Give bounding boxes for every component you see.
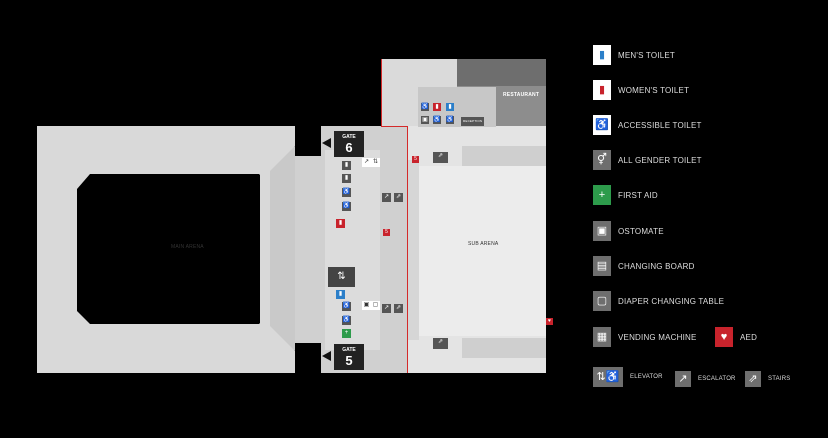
main-arena-court (77, 174, 297, 324)
elevator-icon[interactable]: ⇅ (371, 158, 380, 167)
gate-5-arrow (322, 351, 331, 361)
ostomate-icon: ▣ (593, 221, 611, 241)
mens-toilet-icon: ▮ (593, 45, 611, 65)
legend-first-aid-label: FIRST AID (618, 190, 658, 200)
legend: ▮ MEN'S TOILET ▮ WOMEN'S TOILET ♿ ACCESS… (590, 45, 820, 405)
restaurant-label: RESTAURANT (503, 92, 540, 98)
accessible-toilet-icon[interactable]: ♿ (342, 188, 351, 197)
sub-arena-side (407, 160, 419, 340)
gate-6-entrance[interactable] (295, 126, 321, 156)
aed-icon-east[interactable]: ♥ (546, 318, 553, 325)
reception-area (418, 87, 496, 127)
escalator-icon[interactable]: ↗ (362, 158, 371, 167)
accessible-toilet-icon-3[interactable]: ♿ (342, 302, 351, 311)
legend-first-aid: + FIRST AID (593, 185, 658, 205)
boundary-line-top (381, 59, 382, 126)
floor-map: GATE 6 GATE 5 RESTAURANT RECEPTION MAIN … (37, 59, 553, 373)
legend-escalator-label: ESCALATOR (698, 376, 736, 382)
sub-arena-court (418, 166, 546, 336)
legend-womens-toilet: ▮ WOMEN'S TOILET (593, 80, 689, 100)
escalator-icon-south[interactable]: ↗ (382, 304, 391, 313)
gate-5-sign[interactable]: GATE 5 (334, 344, 364, 370)
legend-vending-machine-label: VENDING MACHINE (618, 332, 697, 342)
legend-changing-board-label: CHANGING BOARD (618, 261, 695, 271)
aed-icon: ♥ (715, 327, 733, 347)
legend-accessible-toilet: ♿ ACCESSIBLE TOILET (593, 115, 702, 135)
stairs-icon: ⇗ (745, 371, 761, 387)
legend-ostomate: ▣ OSTOMATE (593, 221, 664, 241)
accessible-icon-north-3[interactable]: ♿ (446, 116, 454, 124)
stairs-icon-sub-south[interactable]: ⇗ (433, 338, 448, 349)
gate-5-label: GATE (342, 347, 356, 353)
mens-icon-north[interactable]: ▮ (446, 103, 454, 111)
ostomate-icon-south[interactable]: ▣ (362, 301, 371, 310)
vending-machine-icon: ▦ (593, 327, 611, 347)
gate-5-entrance[interactable] (295, 343, 321, 373)
legend-aed-label: AED (740, 332, 758, 342)
legend-mens-toilet-label: MEN'S TOILET (618, 50, 675, 60)
legend-womens-toilet-label: WOMEN'S TOILET (618, 85, 690, 95)
sub-arena-seating-bottom (462, 338, 546, 358)
accessible-icon-north-2[interactable]: ♿ (433, 116, 441, 124)
red-marker-north[interactable]: 5 (412, 156, 419, 163)
womens-toilet-icon: ▮ (593, 80, 611, 100)
all-gender-toilet-icon: ⚥ (593, 150, 611, 170)
reception-label: RECEPTION (463, 119, 483, 123)
main-arena-label: MAIN ARENA (171, 244, 204, 250)
legend-changing-board: ▤ CHANGING BOARD (593, 256, 695, 276)
gate-6-sign[interactable]: GATE 6 (334, 131, 364, 157)
changing-board-icon: ▤ (593, 256, 611, 276)
stairs-icon-sub-north[interactable]: ⇗ (433, 152, 448, 163)
boundary-line-vertical (407, 126, 408, 373)
legend-ostomate-label: OSTOMATE (618, 226, 664, 236)
sub-arena-label: SUB ARENA (468, 241, 499, 247)
all-gender-toilet-icon[interactable]: ▮ (336, 290, 345, 299)
legend-mens-toilet: ▮ MEN'S TOILET (593, 45, 675, 65)
legend-all-gender-toilet: ⚥ ALL GENDER TOILET (593, 150, 702, 170)
elevator-large-icon[interactable]: ⇅ (328, 267, 355, 287)
red-marker-mid[interactable]: 5 (383, 229, 390, 236)
accessible-toilet-icon-4[interactable]: ♿ (342, 316, 351, 325)
accessible-toilet-icon: ♿ (593, 115, 611, 135)
toilet-icon[interactable]: ▮ (342, 161, 351, 170)
legend-diaper-changing-table: ▢ DIAPER CHANGING TABLE (593, 291, 724, 311)
diaper-icon-south[interactable]: ▢ (371, 301, 380, 310)
elevator-icon: ⇅♿ (593, 367, 623, 387)
legend-aed: ♥ AED (715, 327, 757, 347)
escalator-icon-north[interactable]: ↗ (382, 193, 391, 202)
legend-escalator: ↗ ESCALATOR (675, 371, 736, 387)
accessible-toilet-icon-2[interactable]: ♿ (342, 202, 351, 211)
boundary-line-mid (381, 126, 407, 127)
accessible-icon-north[interactable]: ♿ (421, 103, 429, 111)
legend-stairs-label: STAIRS (768, 376, 791, 382)
sub-arena-seating-top (462, 146, 546, 166)
gate-5-number: 5 (345, 353, 353, 368)
stairs-icon-north[interactable]: ⇗ (394, 193, 403, 202)
stairs-icon-south[interactable]: ⇗ (394, 304, 403, 313)
gate-6-number: 6 (345, 140, 353, 155)
diaper-changing-table-icon: ▢ (593, 291, 611, 311)
legend-vending-machine: ▦ VENDING MACHINE (593, 327, 697, 347)
legend-stairs: ⇗ STAIRS (745, 371, 790, 387)
womens-icon-north[interactable]: ▮ (433, 103, 441, 111)
west-concourse-inner (325, 150, 380, 350)
first-aid-icon[interactable]: + (342, 329, 351, 338)
legend-elevator-label: ELEVATOR (630, 374, 663, 380)
gate-6-label: GATE (342, 134, 356, 140)
escalator-icon: ↗ (675, 371, 691, 387)
ostomate-icon-north[interactable]: ▣ (421, 116, 429, 124)
restaurant-top-dark (457, 59, 546, 86)
reception-desk[interactable] (461, 117, 484, 126)
womens-toilet-icon[interactable]: ▮ (336, 219, 345, 228)
legend-accessible-toilet-label: ACCESSIBLE TOILET (618, 120, 702, 130)
legend-diaper-changing-table-label: DIAPER CHANGING TABLE (618, 296, 725, 306)
gate-6-arrow (322, 138, 331, 148)
legend-all-gender-toilet-label: ALL GENDER TOILET (618, 155, 702, 165)
legend-elevator: ⇅♿ ELEVATOR (593, 367, 663, 387)
mens-toilet-icon[interactable]: ▮ (342, 174, 351, 183)
first-aid-icon: + (593, 185, 611, 205)
